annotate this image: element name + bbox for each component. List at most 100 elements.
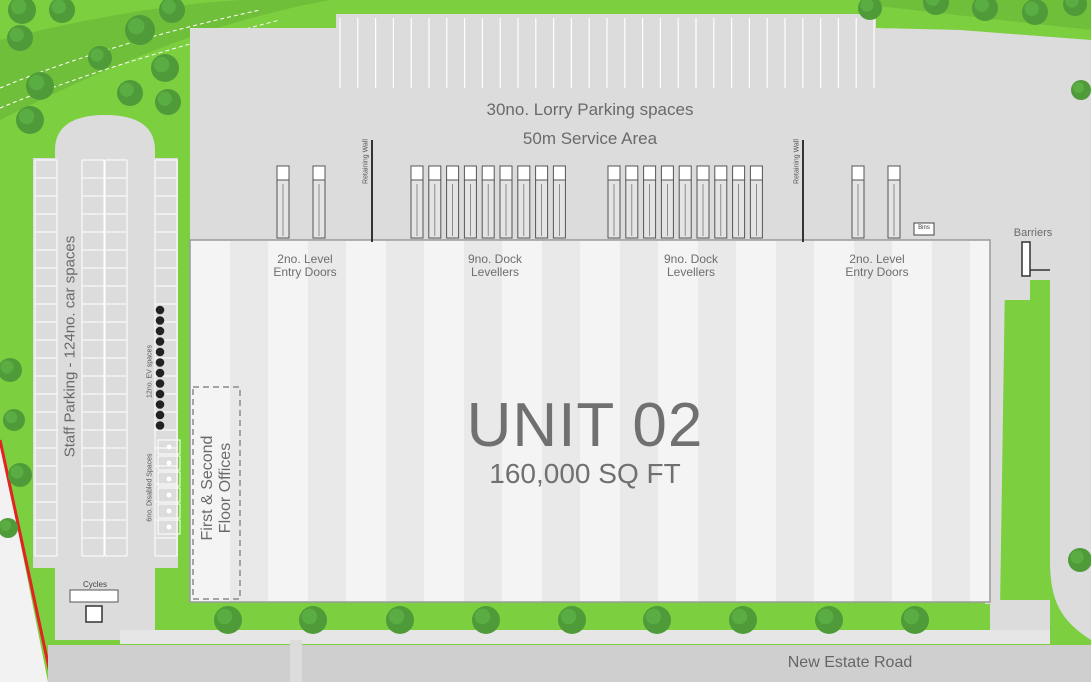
car-parking-bays [34,159,178,557]
tree-highlight [645,608,662,625]
dock-cab [851,165,865,181]
ev-charger-icon [155,337,165,346]
wheelchair-icon [166,508,172,514]
dock-cab [678,165,692,181]
door-label-3: 9no. Dock Levellers [663,252,719,279]
tree-highlight [157,91,172,106]
ev-charger-icon [155,347,165,357]
tree-highlight [1024,1,1039,16]
cycles-label: Cycles [82,580,107,589]
tree-highlight [903,608,920,625]
site-boundary [0,439,54,682]
access-road [1000,245,1091,640]
roof-stripe [698,241,736,601]
wheelchair-icon [166,524,172,530]
dock-cab [312,165,326,181]
roof-stripe [932,241,970,601]
dock-cab [887,165,901,181]
tree-highlight [388,608,405,625]
wheelchair-icon [166,444,172,450]
estate-road [48,645,1091,682]
service-area-label: 50m Service Area [522,129,658,148]
retaining-wall-label-1: Retaining Wall [362,139,370,184]
dock-doors [276,165,901,239]
tree-highlight [1073,82,1084,93]
dock-cab [410,165,424,181]
tree-highlight [1070,550,1084,564]
roof-stripe [230,241,268,601]
unit-area: 160,000 SQ FT [489,458,681,489]
dock-cab [499,165,513,181]
tree-highlight [731,608,748,625]
building-roof-stripes [230,241,970,601]
retaining-wall-label-2: Retaining Wall [793,139,801,184]
unit-title: UNIT 02 [466,391,704,460]
ev-charger-icon [155,368,165,378]
disabled-bay [157,471,181,487]
dock-cab [607,165,621,181]
ev-charger-icon [155,326,165,336]
door-label-4: 2no. Level Entry Doors [845,252,909,279]
ev-spaces-label: 12no. EV spaces [146,345,154,398]
dock-cab [517,165,531,181]
office-outline [192,386,241,600]
roof-stripe [620,241,658,601]
tree-highlight [18,108,35,125]
barrier-gate [1021,241,1031,277]
lorry-parking-bays [339,18,875,88]
roof-stripe [542,241,580,601]
dock-cab [446,165,460,181]
tree-highlight [119,82,134,97]
road-label: New Estate Road [787,654,913,671]
tree-highlight [153,56,170,73]
tree-highlight [474,608,491,625]
roof-stripe [776,241,814,601]
dock-cab [625,165,639,181]
tree-highlight [974,0,989,12]
cycle-store [69,589,119,603]
wheelchair-icon [166,492,172,498]
disabled-bay [157,503,181,519]
tree-highlight [28,74,45,91]
dock-cab [714,165,728,181]
tree-highlight [560,608,577,625]
disabled-parking-spaces [157,439,181,535]
tree-highlight [0,360,14,374]
bins-label: Bins [918,225,930,231]
estate-road-verge [120,630,1050,644]
door-label-1: 2no. Level Entry Doors [273,252,337,279]
tree-highlight [925,0,940,6]
dock-cab [660,165,674,181]
dock-cab [535,165,549,181]
roof-stripe [308,241,346,601]
landscape-embankment [0,0,330,120]
lorry-parking-label: 30no. Lorry Parking spaces [486,100,694,119]
ev-charger-icon [155,379,165,388]
dock-cab [276,165,290,181]
dock-cab [552,165,566,181]
dock-cab [428,165,442,181]
ev-charger-icon [155,400,165,409]
staff-parking-label: Staff Parking - 124no. car spaces [61,235,79,458]
tree-highlight [5,411,18,424]
roof-stripe [854,241,892,601]
landscape-path [0,19,281,109]
wheelchair-icon [166,460,172,466]
tree-highlight [161,0,176,14]
wheelchair-icon [166,476,172,482]
tree-highlight [1065,0,1079,8]
dock-cab [696,165,710,181]
disabled-bay [157,439,181,455]
tree-highlight [90,48,104,62]
tree-highlight [0,520,11,531]
tree-highlight [860,0,874,12]
disabled-bay [157,519,181,535]
tree-highlight [817,608,834,625]
dock-cab [749,165,763,181]
disabled-bay [157,487,181,503]
ev-charger-icon [155,421,165,430]
landscape-path [0,9,261,89]
tree-highlight [51,0,66,14]
ev-charger-icon [155,358,165,367]
